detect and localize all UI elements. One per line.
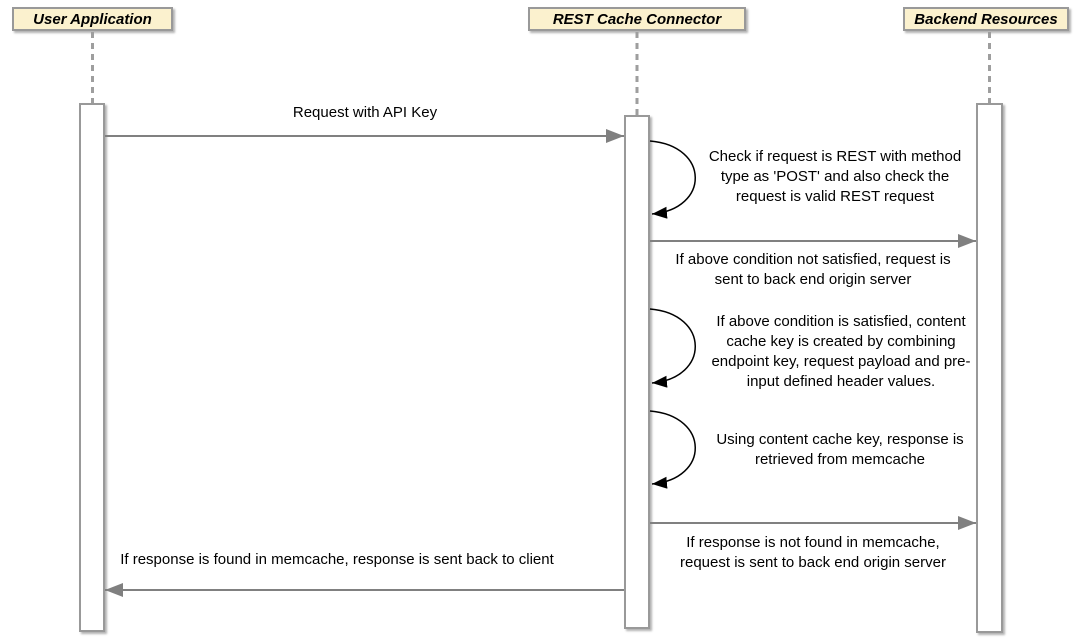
- label-line: Check if request is REST with method: [708, 148, 962, 165]
- message-label-found-response: If response is found in memcache, respon…: [120, 551, 554, 568]
- participant-backend-resources: Backend Resources: [903, 7, 1069, 31]
- label-line: request is sent to back end origin serve…: [680, 554, 946, 571]
- self-loop-create-cache-key: [649, 308, 696, 388]
- label-line: If above condition is satisfied, content: [716, 313, 966, 330]
- participant-label: REST Cache Connector: [552, 10, 722, 28]
- label-line: input defined header values.: [746, 373, 936, 390]
- message-label-not-satisfied: If above condition not satisfied, reques…: [662, 250, 964, 290]
- label-line: request is valid REST request: [735, 188, 935, 205]
- activation-bar-backend-resources: [976, 103, 1003, 633]
- participant-user-application: User Application: [12, 7, 173, 31]
- participant-label: User Application: [33, 10, 152, 28]
- label-line: endpoint key, request payload and pre-: [711, 353, 971, 370]
- message-label-request-api-key: Request with API Key: [292, 104, 438, 121]
- label-line: cache key is created by combining: [726, 333, 956, 350]
- message-label-memcache-lookup: Using content cache key, response is ret…: [689, 430, 991, 470]
- label-line: type as 'POST' and also check the: [720, 168, 950, 185]
- participant-rest-cache-connector: REST Cache Connector: [528, 7, 746, 31]
- label-line: retrieved from memcache: [754, 451, 926, 468]
- message-label-create-cache-key: If above condition is satisfied, content…: [690, 312, 992, 392]
- message-label-check-request: Check if request is REST with method typ…: [687, 147, 983, 207]
- message-label-not-found: If response is not found in memcache, re…: [662, 533, 964, 573]
- label-line: sent to back end origin server: [714, 271, 912, 288]
- activation-bar-user-application: [79, 103, 105, 632]
- label-line: If above condition not satisfied, reques…: [675, 251, 951, 268]
- label-line: If response is not found in memcache,: [686, 534, 940, 551]
- participant-label: Backend Resources: [914, 10, 1058, 28]
- label-line: Using content cache key, response is: [716, 431, 964, 448]
- activation-bar-rest-cache-connector: [624, 115, 650, 629]
